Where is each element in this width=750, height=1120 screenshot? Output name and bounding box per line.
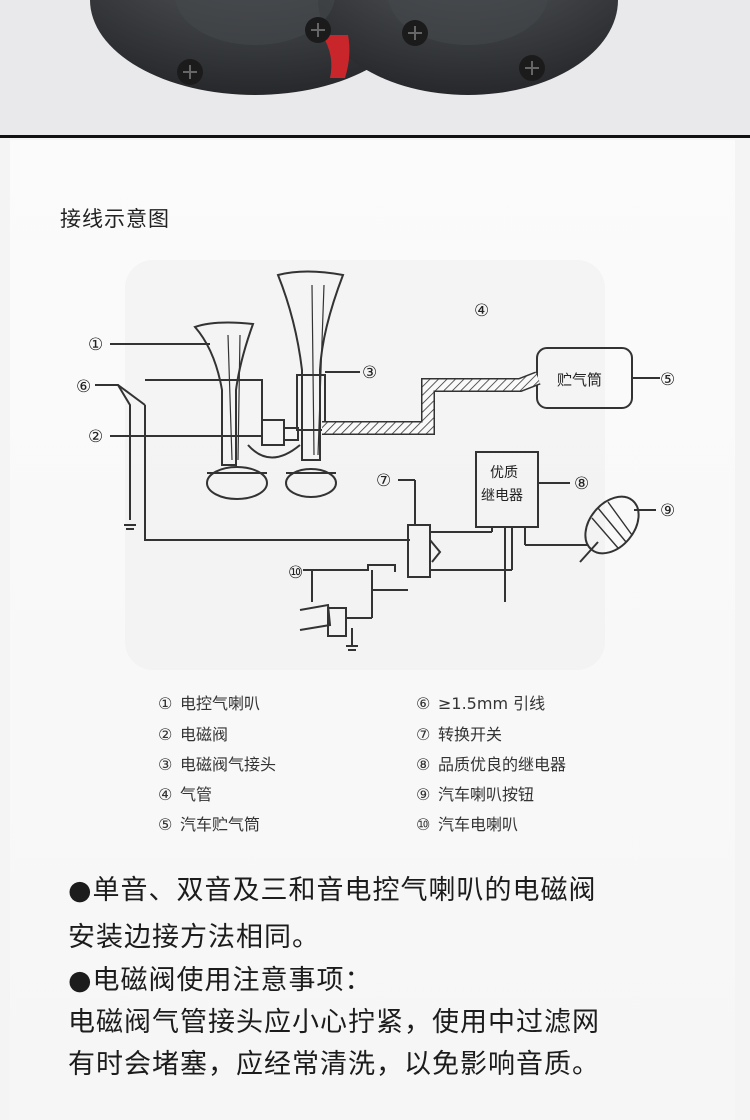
label-2: ② (88, 427, 103, 447)
label-1: ① (88, 335, 103, 355)
note-line-3: ●电磁阀使用注意事项： (68, 965, 373, 996)
section-divider (0, 135, 750, 138)
label-9: ⑨ (660, 501, 675, 521)
label-4: ④ (474, 301, 489, 321)
large-horn-base (285, 468, 337, 498)
wire-6 (144, 405, 410, 541)
relay (475, 451, 539, 528)
changeover-switch (407, 524, 431, 578)
red-wire-icon (322, 35, 350, 78)
diagram-title: 接线示意图 (60, 207, 170, 231)
note-line-5: 有时会堵塞，应经常清洗，以免影响音质。 (68, 1049, 600, 1080)
small-horn-base (206, 466, 268, 500)
label-7: ⑦ (376, 471, 391, 491)
note-line-2: 安装边接方法相同。 (68, 922, 320, 953)
wiring-diagram: ① ② ③ ④ ⑤ ⑥ ⑦ ⑧ ⑨ ⑩ 贮气筒 优质 继电器 (0, 240, 750, 680)
label-5: ⑤ (660, 370, 675, 390)
label-10: ⑩ (288, 563, 303, 583)
relay-label-line2: 继电器 (481, 488, 523, 504)
horn-photo-graphic (90, 0, 618, 95)
label-3: ③ (362, 363, 377, 383)
note-line-4: 电磁阀气管接头应小心拧紧，使用中过滤网 (68, 1007, 600, 1038)
note-line-1: ●单音、双音及三和音电控气喇叭的电磁阀 (68, 875, 597, 906)
tank-label: 贮气筒 (557, 371, 602, 389)
relay-label-line1: 优质 (490, 465, 518, 481)
large-horn (276, 270, 345, 461)
ground-wire (95, 384, 131, 520)
wire-valve (145, 379, 263, 420)
valve-connector (296, 374, 326, 431)
label-6: ⑥ (76, 377, 91, 397)
legend-item: ⑥≥1.5mm 引线 (416, 694, 546, 713)
label-8: ⑧ (574, 474, 589, 494)
watermark-card (125, 260, 605, 670)
wiring-diagram-svg: ① ② ③ ④ ⑤ ⑥ ⑦ ⑧ ⑨ ⑩ 贮气筒 优质 继电器 (76, 260, 675, 670)
product-photo (0, 0, 750, 138)
